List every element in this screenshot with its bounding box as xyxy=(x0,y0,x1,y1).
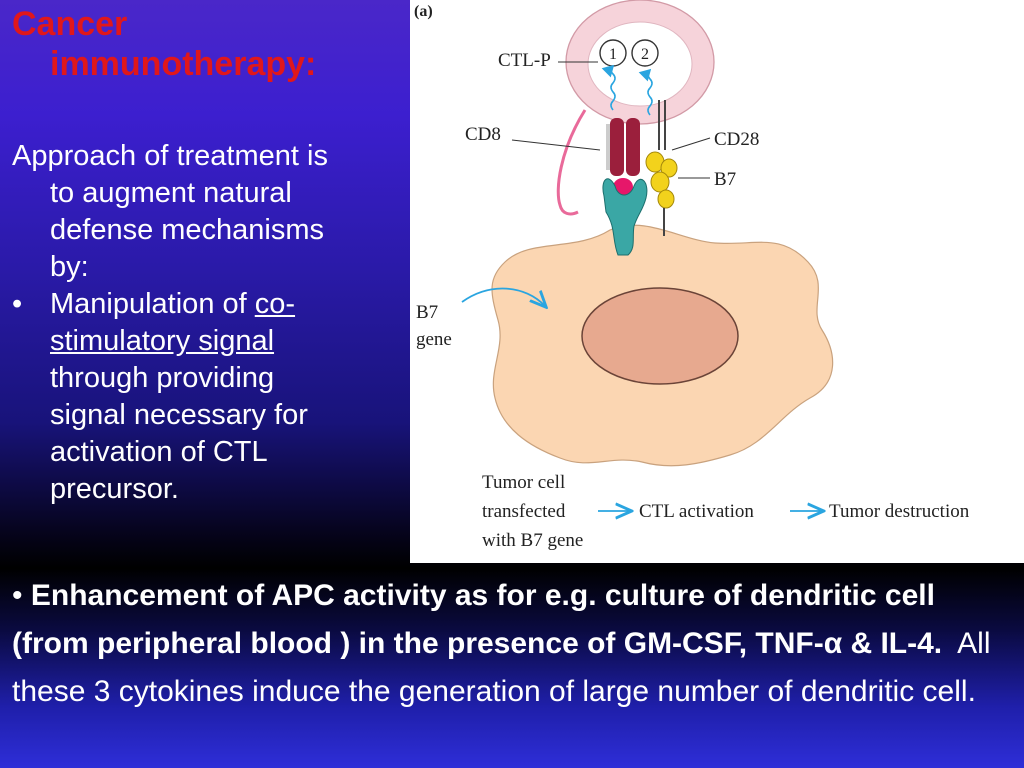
b7-domain-3 xyxy=(657,189,675,209)
bottom-bullet-apc: • Enhancement of APC activity as for e.g… xyxy=(12,572,1016,716)
bullet-rest-3: activation of CTL xyxy=(50,436,268,468)
b7-domain-1 xyxy=(660,158,678,178)
title-line-2: immunotherapy: xyxy=(50,45,317,83)
bottom-bullet-symbol: • xyxy=(12,579,23,612)
caption-step-3: Tumor destruction xyxy=(829,501,970,522)
b7-transfection-diagram: (a) 1 2 xyxy=(410,0,1024,563)
slide-title: Cancer immunotherapy: xyxy=(12,4,402,84)
bullet-rest-4: precursor. xyxy=(50,473,179,505)
b7-label: B7 xyxy=(714,169,736,190)
tcr-alpha-chain xyxy=(610,118,624,176)
cd28-leader xyxy=(671,137,711,151)
caption-line-1: Tumor cell xyxy=(482,472,565,493)
intro-line-3: defense mechanisms xyxy=(50,214,325,246)
bullet-rest-1: through providing xyxy=(50,362,275,394)
intro-line-4: by: xyxy=(50,251,89,283)
diagram-svg: (a) 1 2 xyxy=(414,0,970,551)
bullet-text: Manipulation of co- stimulatory signal t… xyxy=(50,286,308,508)
cd8-coreceptor xyxy=(556,109,587,216)
antigen-peptide xyxy=(613,178,633,196)
mhc-class-i-molecule xyxy=(602,178,648,256)
membrane-left xyxy=(606,124,610,170)
intro-line-1: Approach of treatment is xyxy=(12,140,328,172)
b7-gene-label-line-2: gene xyxy=(416,329,452,350)
bullet-prefix: Manipulation of xyxy=(50,288,247,320)
bullet-item-costimulatory: • Manipulation of co- stimulatory signal… xyxy=(12,286,408,508)
b7-gene-label-line-1: B7 xyxy=(416,302,438,323)
bottom-normal-text: All these 3 cytokines induce the generat… xyxy=(12,627,991,708)
intro-line-2: to augment natural xyxy=(50,177,292,209)
bottom-bold-text: Enhancement of APC activity as for e.g. … xyxy=(12,579,943,660)
signal-2-label: 2 xyxy=(641,46,649,63)
title-line-1: Cancer xyxy=(12,5,128,43)
caption-line-3: with B7 gene xyxy=(482,530,583,551)
cd28-label: CD28 xyxy=(714,129,759,150)
signal-2-arrow xyxy=(638,68,653,116)
cd8-leader xyxy=(511,139,601,151)
caption-step-2: CTL activation xyxy=(639,501,754,522)
tumor-nucleus xyxy=(581,287,739,385)
costimulatory-link-part-1[interactable]: co- xyxy=(254,288,296,320)
caption-line-2: transfected xyxy=(482,501,566,522)
b7-gene-arrow xyxy=(461,287,545,306)
signal-1-label: 1 xyxy=(609,46,617,63)
panel-label: (a) xyxy=(414,3,433,20)
b7-domain-2 xyxy=(650,171,670,193)
ctl-p-label: CTL-P xyxy=(498,50,551,71)
bullet-symbol: • xyxy=(12,288,23,320)
signal-2-circle xyxy=(631,39,659,67)
signal-1-arrow xyxy=(601,64,616,111)
cd8-label: CD8 xyxy=(465,124,501,145)
bullet-rest-2: signal necessary for xyxy=(50,399,308,431)
tcr-beta-chain xyxy=(626,118,640,176)
left-text-block: Approach of treatment is to augment natu… xyxy=(12,138,408,508)
costimulatory-link-part-2[interactable]: stimulatory signal xyxy=(50,325,275,357)
